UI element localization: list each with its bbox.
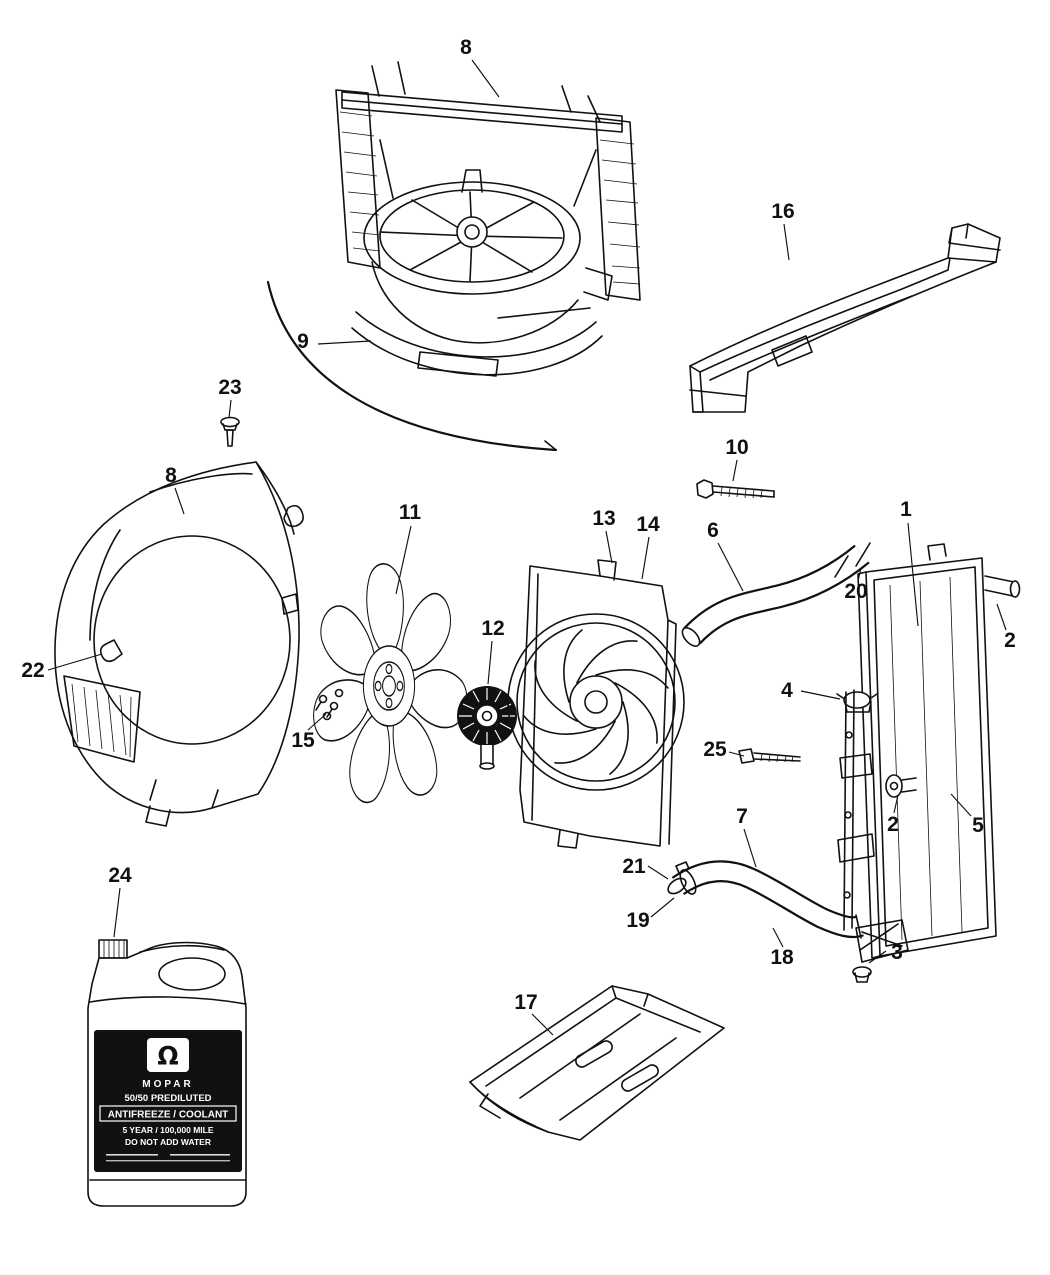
shroud-clip <box>99 639 123 663</box>
callout-4: 4 <box>781 679 793 702</box>
callout-2-lower: 2 <box>887 813 899 836</box>
fan-blade <box>313 563 468 804</box>
callout-1: 1 <box>900 498 912 521</box>
callout-9: 9 <box>297 330 309 353</box>
callout-15: 15 <box>291 729 315 752</box>
drain-plug <box>852 966 872 978</box>
mopar-logo <box>147 1038 189 1072</box>
callout-8-shroud: 8 <box>165 464 177 487</box>
callout-11: 11 <box>398 501 422 524</box>
fan-mount-bolts <box>315 688 344 721</box>
screw-23 <box>220 416 240 447</box>
callout-17: 17 <box>514 991 538 1014</box>
callout-12: 12 <box>481 617 505 640</box>
callout-7: 7 <box>736 805 748 828</box>
shroud-opening <box>93 535 291 745</box>
callout-25: 25 <box>703 738 727 761</box>
jug-handle <box>158 957 226 991</box>
callout-16: 16 <box>771 200 795 223</box>
callout-5: 5 <box>972 814 984 837</box>
jug-line4: DO NOT ADD WATER <box>125 1137 211 1147</box>
callout-19: 19 <box>626 909 650 932</box>
mopar-omega-icon: Ω <box>157 1041 178 1070</box>
callout-14: 14 <box>636 513 660 536</box>
callout-3: 3 <box>891 941 903 964</box>
fan-opening-ring <box>363 181 581 295</box>
leader-lines <box>47 59 1007 1036</box>
jug-brand: MOPAR <box>142 1079 193 1090</box>
jug-line2: ANTIFREEZE / COOLANT <box>108 1110 229 1121</box>
splash-shield <box>469 985 725 1141</box>
callout-13: 13 <box>592 507 616 530</box>
radiator-fan-module-assembly <box>266 61 641 452</box>
screw-25 <box>738 748 801 764</box>
air-seal-panel <box>689 223 1001 413</box>
fan-motor <box>569 675 623 729</box>
fan-shroud <box>54 461 304 827</box>
callout-10: 10 <box>725 436 749 459</box>
callout-22: 22 <box>21 659 45 682</box>
callout-2-upper: 2 <box>1004 629 1016 652</box>
upper-radiator-hose <box>681 542 871 647</box>
callout-18: 18 <box>770 946 794 969</box>
jug-line1: 50/50 PREDILUTED <box>124 1093 211 1104</box>
callout-24: 24 <box>108 864 132 887</box>
coolant-jug: Ω MOPAR 50/50 PREDILUTED ANTIFREEZE / CO… <box>87 939 247 1207</box>
fan-clutch <box>457 686 517 770</box>
callout-6: 6 <box>707 519 719 542</box>
radiator <box>836 543 1021 983</box>
shroud-edge-arc <box>266 280 558 452</box>
lower-radiator-hose <box>667 860 864 939</box>
jug-label <box>94 1030 242 1172</box>
callout-21: 21 <box>622 855 646 878</box>
callout-20: 20 <box>844 580 868 603</box>
callout-8-top: 8 <box>460 36 472 59</box>
bolt-10 <box>696 479 775 499</box>
hose-clamp <box>679 869 697 895</box>
callout-23: 23 <box>218 376 242 399</box>
radiator-cap <box>843 691 871 709</box>
electric-fan-module <box>507 559 685 849</box>
jug-line3: 5 YEAR / 100,000 MILE <box>122 1125 213 1135</box>
